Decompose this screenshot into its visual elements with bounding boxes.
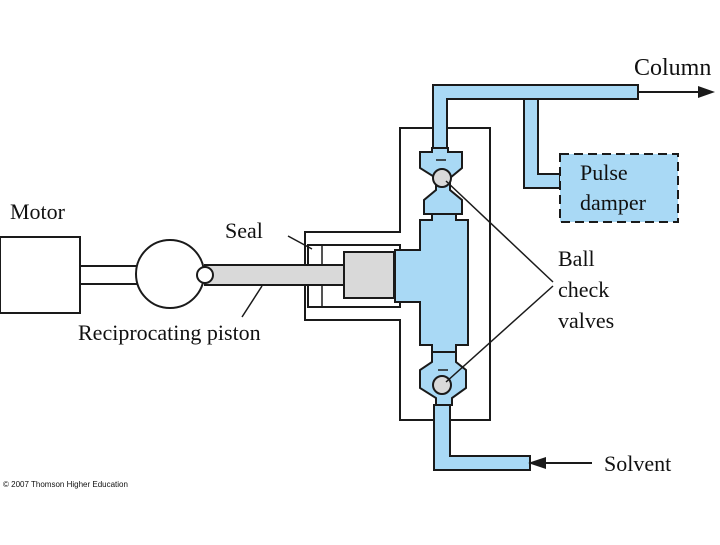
pulse-damper xyxy=(559,153,679,223)
drive-shaft xyxy=(79,265,139,285)
upper-ball xyxy=(432,168,452,188)
column-arrow-head xyxy=(698,86,715,98)
cam-pin xyxy=(196,266,214,284)
motor-label: Motor xyxy=(10,199,66,224)
pump-housing xyxy=(304,127,491,421)
solvent-arrow-head xyxy=(528,457,546,469)
copyright-text: © 2007 Thomson Higher Education xyxy=(3,480,128,489)
pump-chamber xyxy=(394,213,469,353)
ball-check-valves-label-line1: Ball xyxy=(558,246,595,271)
reciprocating-piston-label: Reciprocating piston xyxy=(78,320,261,345)
valve-leader-line-lower xyxy=(445,285,554,383)
solvent-label: Solvent xyxy=(604,451,671,476)
lower-ball xyxy=(432,375,452,395)
cam-wheel xyxy=(135,239,205,309)
column-label: Column xyxy=(634,55,711,81)
piston-leader-line xyxy=(241,285,263,318)
pulse-damper-label-line2: damper xyxy=(580,190,647,215)
ball-check-valves-label-line2: check xyxy=(558,277,609,302)
piston-head xyxy=(343,251,395,299)
inlet-tubing xyxy=(433,404,531,471)
piston-rod xyxy=(204,264,345,286)
seal-leader-line xyxy=(287,235,313,250)
ball-check-valves-label-line3: valves xyxy=(558,308,614,333)
pulse-damper-tubing xyxy=(523,98,561,189)
valve-leader-line-upper xyxy=(445,180,554,283)
seal-label: Seal xyxy=(225,218,263,243)
pulse-damper-label-line1: Pulse xyxy=(580,160,628,185)
motor-box xyxy=(0,236,81,314)
